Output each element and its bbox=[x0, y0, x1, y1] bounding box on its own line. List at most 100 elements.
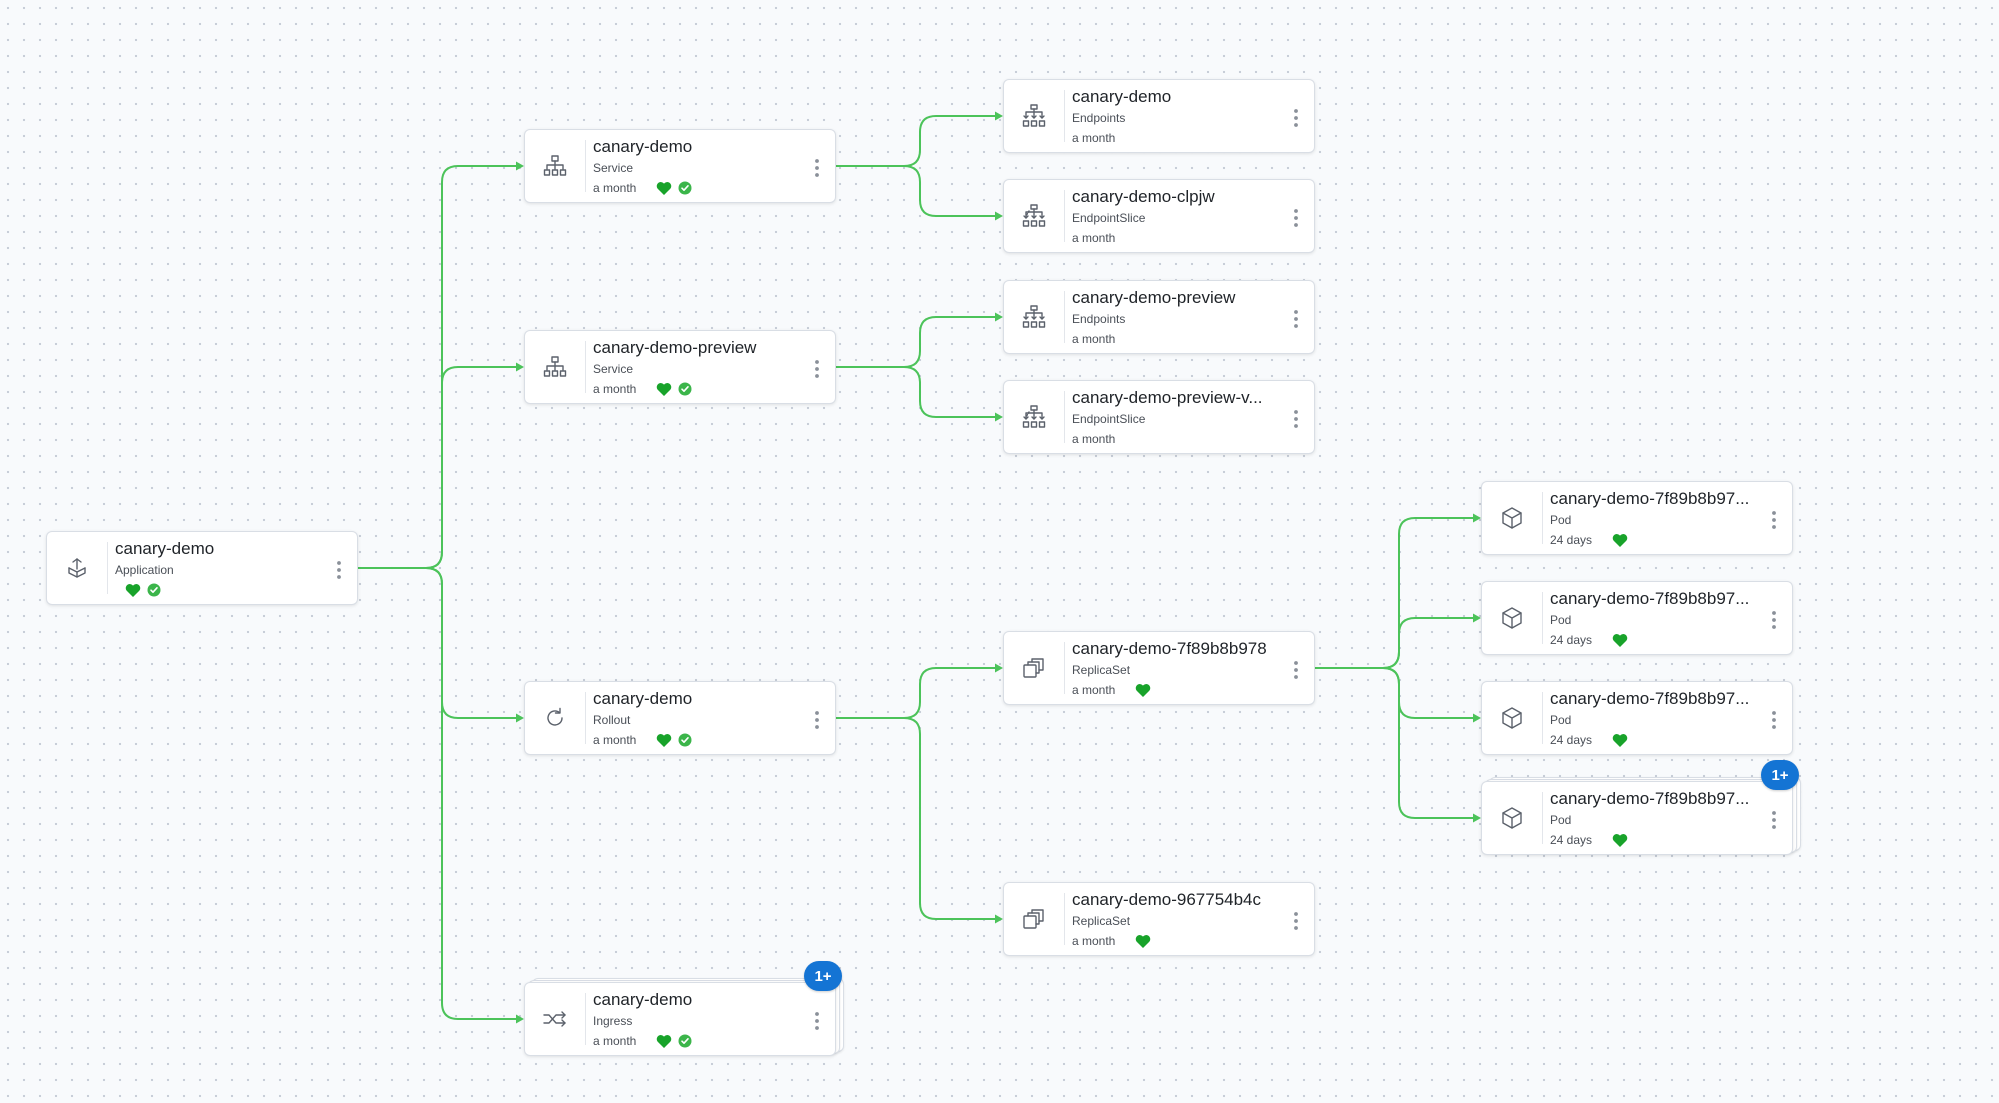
sync-synced-icon bbox=[678, 382, 692, 396]
replicaset-icon bbox=[1004, 883, 1064, 955]
resource-kind: Pod bbox=[1550, 813, 1572, 827]
resource-age: a month bbox=[1072, 934, 1116, 948]
ingress-icon bbox=[525, 983, 585, 1055]
resource-name: canary-demo-preview bbox=[593, 338, 757, 357]
sync-synced-icon bbox=[678, 181, 692, 195]
node-divider bbox=[1542, 792, 1543, 844]
rollout-icon bbox=[525, 682, 585, 754]
resource-meta: a month bbox=[593, 732, 692, 748]
node-menu-icon[interactable] bbox=[1290, 107, 1302, 129]
edge-app-svcp bbox=[358, 366, 518, 569]
resource-name: canary-demo bbox=[115, 539, 215, 558]
resource-age: 24 days bbox=[1550, 533, 1593, 547]
edge-app-ing bbox=[358, 567, 518, 1020]
node-menu-icon[interactable] bbox=[1768, 809, 1780, 831]
health-healthy-icon bbox=[125, 583, 141, 598]
node-menu-icon[interactable] bbox=[811, 709, 823, 731]
node-menu-icon[interactable] bbox=[1768, 609, 1780, 631]
resource-age: a month bbox=[1072, 432, 1116, 446]
edge-arrowhead bbox=[995, 914, 1003, 924]
edge-arrowhead bbox=[995, 312, 1003, 322]
resource-name: canary-demo bbox=[1072, 87, 1172, 106]
node-divider bbox=[1064, 90, 1065, 142]
edge-rs1-pod1 bbox=[1315, 517, 1475, 669]
node-menu-icon[interactable] bbox=[1768, 509, 1780, 531]
application-icon bbox=[47, 532, 107, 604]
health-healthy-icon bbox=[656, 733, 672, 748]
node-menu-icon[interactable] bbox=[333, 559, 345, 581]
node-menu-icon[interactable] bbox=[1768, 709, 1780, 731]
node-menu-icon[interactable] bbox=[1290, 408, 1302, 430]
grouped-count-badge[interactable]: 1+ bbox=[1761, 760, 1799, 790]
resource-kind: Pod bbox=[1550, 513, 1572, 527]
resource-kind: Service bbox=[593, 161, 634, 175]
node-menu-icon[interactable] bbox=[811, 358, 823, 380]
node-divider bbox=[1542, 592, 1543, 644]
resource-name: canary-demo bbox=[593, 689, 693, 708]
resource-meta: a month bbox=[593, 1033, 692, 1049]
edge-arrowhead bbox=[995, 412, 1003, 422]
node-divider bbox=[1542, 692, 1543, 744]
node-menu-icon[interactable] bbox=[1290, 910, 1302, 932]
health-healthy-icon bbox=[656, 181, 672, 196]
node-menu-icon[interactable] bbox=[811, 1010, 823, 1032]
edge-arrowhead bbox=[516, 1014, 524, 1024]
replicaset-icon bbox=[1004, 632, 1064, 704]
edge-arrowhead bbox=[1473, 713, 1481, 723]
resource-name: canary-demo-7f89b8b97... bbox=[1550, 689, 1750, 708]
resource-meta: a month bbox=[1072, 130, 1129, 146]
edge-svcp-epp bbox=[836, 316, 997, 368]
health-healthy-icon bbox=[1612, 633, 1628, 648]
node-divider bbox=[585, 692, 586, 744]
node-divider bbox=[585, 341, 586, 393]
edge-svc-eps bbox=[836, 165, 997, 217]
resource-kind: ReplicaSet bbox=[1072, 914, 1131, 928]
node-divider bbox=[1064, 893, 1065, 945]
endpoints-icon bbox=[1004, 281, 1064, 353]
resource-age: 24 days bbox=[1550, 633, 1593, 647]
edge-ro-rs2 bbox=[836, 717, 997, 920]
edge-rs1-pod4 bbox=[1315, 667, 1475, 819]
edge-arrowhead bbox=[995, 111, 1003, 121]
edge-arrowhead bbox=[1473, 513, 1481, 523]
grouped-count-badge[interactable]: 1+ bbox=[804, 961, 842, 991]
edge-arrowhead bbox=[1473, 613, 1481, 623]
edge-ro-rs1 bbox=[836, 667, 997, 719]
node-menu-icon[interactable] bbox=[1290, 207, 1302, 229]
node-menu-icon[interactable] bbox=[1290, 308, 1302, 330]
edge-rs1-pod3 bbox=[1315, 667, 1475, 719]
edge-arrowhead bbox=[516, 161, 524, 171]
resource-meta: 24 days bbox=[1550, 832, 1628, 848]
sync-synced-icon bbox=[678, 1034, 692, 1048]
resource-name: canary-demo-7f89b8b97... bbox=[1550, 589, 1750, 608]
resource-kind: ReplicaSet bbox=[1072, 663, 1131, 677]
resource-kind: Application bbox=[115, 563, 174, 577]
node-divider bbox=[1064, 291, 1065, 343]
node-menu-icon[interactable] bbox=[1290, 659, 1302, 681]
resource-meta: a month bbox=[1072, 682, 1151, 698]
endpointslice-icon bbox=[1004, 180, 1064, 252]
edge-arrowhead bbox=[516, 362, 524, 372]
edge-arrowhead bbox=[995, 663, 1003, 673]
edge-arrowhead bbox=[995, 211, 1003, 221]
node-divider bbox=[1064, 391, 1065, 443]
health-healthy-icon bbox=[656, 382, 672, 397]
resource-meta bbox=[125, 582, 161, 598]
node-menu-icon[interactable] bbox=[811, 157, 823, 179]
